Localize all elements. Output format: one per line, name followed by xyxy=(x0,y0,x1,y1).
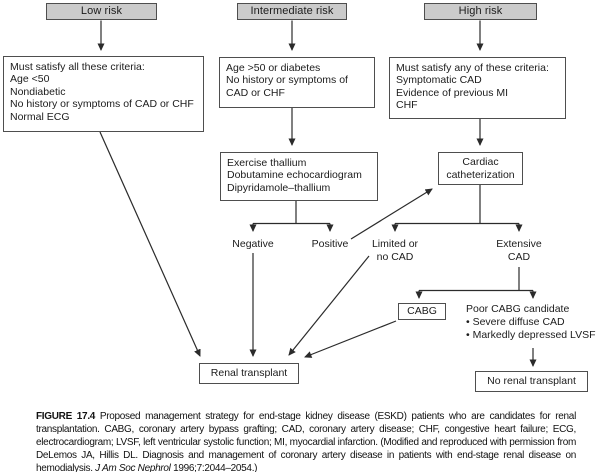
arrow-cabg-to-renal xyxy=(304,320,397,358)
criteria-line: Nondiabetic xyxy=(10,85,66,98)
label-negative: Negative xyxy=(232,238,274,250)
risk-header-high: High risk xyxy=(424,3,537,20)
connector-stresstest-split xyxy=(253,201,330,225)
criteria-line: No history or symptoms of xyxy=(226,74,348,87)
connector-cath-split xyxy=(395,185,519,225)
label-line: CAD xyxy=(507,250,531,263)
arrow-lowcriteria-to-renal xyxy=(99,131,201,357)
stress-test-line: Dobutamine echocardiogram xyxy=(227,169,362,182)
cabg-box: CABG xyxy=(398,303,446,320)
criteria-line: CAD or CHF xyxy=(226,86,285,99)
poor-cabg-candidate-block: Poor CABG candidate • Severe diffuse CAD… xyxy=(466,303,598,341)
figure-caption-journal: J Am Soc Nephrol xyxy=(95,463,171,472)
label-line: no CAD xyxy=(376,250,414,263)
risk-header-intermediate: Intermediate risk xyxy=(237,3,347,20)
low-risk-criteria-box: Must satisfy all these criteria: Age <50… xyxy=(3,56,204,132)
label-limited-or-no-cad: Limited or no CAD xyxy=(364,238,426,263)
renal-transplant-box: Renal transplant xyxy=(199,363,299,384)
criteria-line: Evidence of previous MI xyxy=(396,86,509,99)
criteria-line: No history or symptoms of CAD or CHF xyxy=(10,98,194,111)
figure-caption-label: FIGURE 17.4 xyxy=(36,411,96,422)
figure-caption-body: Proposed management strategy for end-sta… xyxy=(36,411,576,472)
label-extensive-cad: Extensive CAD xyxy=(488,238,550,263)
cardiac-cath-line: Cardiac xyxy=(462,156,499,169)
risk-header-low: Low risk xyxy=(46,3,157,20)
criteria-line: Age >50 or diabetes xyxy=(226,62,321,74)
criteria-line: Normal ECG xyxy=(10,110,70,123)
intermediate-risk-criteria-box: Age >50 or diabetes No history or sympto… xyxy=(219,57,375,108)
stress-test-box: Exercise thallium Dobutamine echocardiog… xyxy=(220,152,378,201)
arrow-positive-to-cath xyxy=(350,188,433,240)
label-line: Extensive xyxy=(496,238,542,250)
high-risk-criteria-box: Must satisfy any of these criteria: Symp… xyxy=(389,57,566,119)
label-positive: Positive xyxy=(311,238,349,250)
stress-test-line: Dipyridamole–thallium xyxy=(227,181,331,194)
cardiac-catheterization-box: Cardiac catheterization xyxy=(438,152,523,185)
poor-cabg-line: • Severe diffuse CAD xyxy=(466,315,565,328)
criteria-line: Must satisfy any of these criteria: xyxy=(396,62,549,74)
criteria-line: Must satisfy all these criteria: xyxy=(10,61,145,73)
arrow-limited-to-renal xyxy=(288,255,370,356)
criteria-line: Age <50 xyxy=(10,73,50,86)
criteria-line: Symptomatic CAD xyxy=(396,74,482,87)
figure-caption: FIGURE 17.4 Proposed management strategy… xyxy=(36,410,576,472)
poor-cabg-line: • Markedly depressed LVSF xyxy=(466,328,596,341)
stress-test-line: Exercise thallium xyxy=(227,157,307,169)
cardiac-cath-line: catheterization xyxy=(446,168,515,181)
label-line: Limited or xyxy=(371,238,419,250)
poor-cabg-line: Poor CABG candidate xyxy=(466,303,570,315)
criteria-line: CHF xyxy=(396,99,418,112)
no-renal-transplant-box: No renal transplant xyxy=(475,371,588,392)
connector-extensive-split xyxy=(419,267,533,292)
figure-caption-citation: 1996;7:2044–2054.) xyxy=(170,463,258,472)
